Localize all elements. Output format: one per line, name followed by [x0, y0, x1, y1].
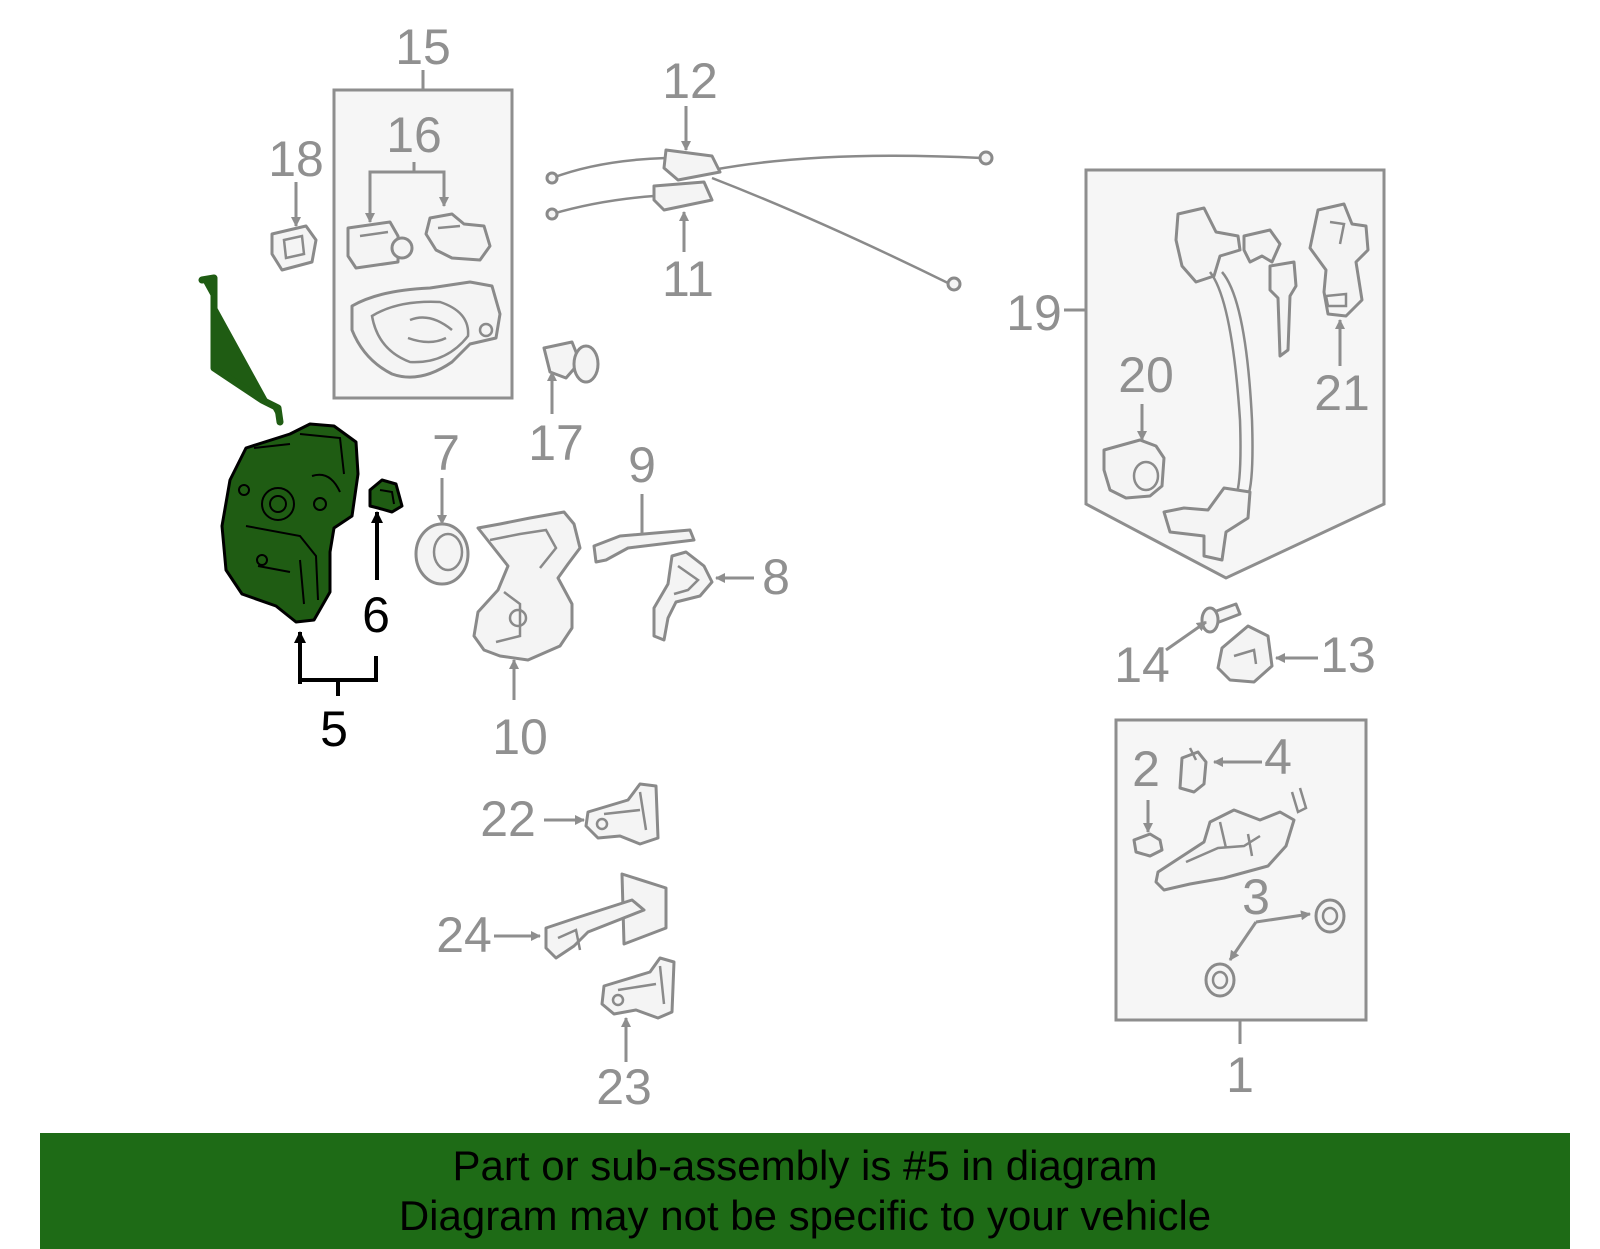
- part-4-clip[interactable]: [1178, 747, 1262, 794]
- part-21-bracket[interactable]: [1308, 202, 1370, 366]
- part-10-cover[interactable]: [472, 510, 582, 700]
- callout-4: 4: [1264, 729, 1292, 785]
- part-18-clip[interactable]: [270, 182, 318, 272]
- part-8-bracket[interactable]: [652, 550, 754, 642]
- arrows-16: [365, 162, 449, 223]
- callout-12: 12: [662, 53, 718, 109]
- callout-18: 18: [268, 131, 324, 187]
- callout-1: 1: [1226, 1047, 1254, 1103]
- callout-8: 8: [762, 549, 790, 605]
- callout-10: 10: [492, 709, 548, 765]
- inner-door-handle[interactable]: [350, 280, 502, 379]
- part-6-clip[interactable]: [368, 478, 404, 514]
- callout-7: 7: [432, 425, 460, 481]
- part-22-hinge[interactable]: [544, 782, 660, 846]
- lock-cylinder-and-key[interactable]: [1162, 206, 1298, 562]
- callout-13: 13: [1320, 627, 1376, 683]
- part-14-screw[interactable]: [1165, 602, 1242, 652]
- leaders-5-6: [294, 511, 383, 696]
- part-20-housing[interactable]: [1102, 404, 1166, 500]
- part-24-door-check[interactable]: [494, 872, 668, 960]
- callout-9: 9: [628, 437, 656, 493]
- callout-24: 24: [436, 907, 492, 963]
- banner-line-2: Diagram may not be specific to your vehi…: [398, 1192, 1212, 1239]
- callout-23: 23: [596, 1059, 652, 1115]
- part-3-grommets[interactable]: [1204, 898, 1346, 998]
- callout-17: 17: [528, 415, 584, 471]
- part-13-striker[interactable]: [1216, 624, 1318, 684]
- callout-21: 21: [1314, 365, 1370, 421]
- part-16-switches[interactable]: [346, 212, 492, 270]
- part-7-seal-ring[interactable]: [414, 478, 470, 586]
- callout-2: 2: [1132, 741, 1160, 797]
- part-11-12-cables[interactable]: [545, 106, 994, 292]
- callout-20: 20: [1118, 347, 1174, 403]
- callout-11: 11: [662, 251, 714, 307]
- part-2-bolt[interactable]: [1132, 800, 1164, 858]
- part-17-clip[interactable]: [542, 340, 600, 414]
- banner-line-1: Part or sub-assembly is #5 in diagram: [452, 1142, 1158, 1189]
- info-banner: Part or sub-assembly is #5 in diagram Di…: [40, 1133, 1570, 1249]
- part-9-rod[interactable]: [592, 494, 696, 564]
- outside-door-handle[interactable]: [1154, 787, 1308, 892]
- callout-19: 19: [1006, 285, 1062, 341]
- part-23-hinge[interactable]: [600, 956, 676, 1062]
- callout-3: 3: [1242, 869, 1270, 925]
- callout-14: 14: [1114, 637, 1170, 693]
- callout-labels: 15 16 18 12 11 17 7 9 8 10 6 5 22 24 23 …: [268, 19, 1376, 1115]
- callout-6: 6: [362, 587, 390, 643]
- callout-15: 15: [395, 19, 451, 75]
- part-5-door-lock-actuator[interactable]: [198, 274, 360, 624]
- callout-5: 5: [320, 701, 348, 757]
- callout-16: 16: [386, 107, 442, 163]
- callout-22: 22: [480, 791, 536, 847]
